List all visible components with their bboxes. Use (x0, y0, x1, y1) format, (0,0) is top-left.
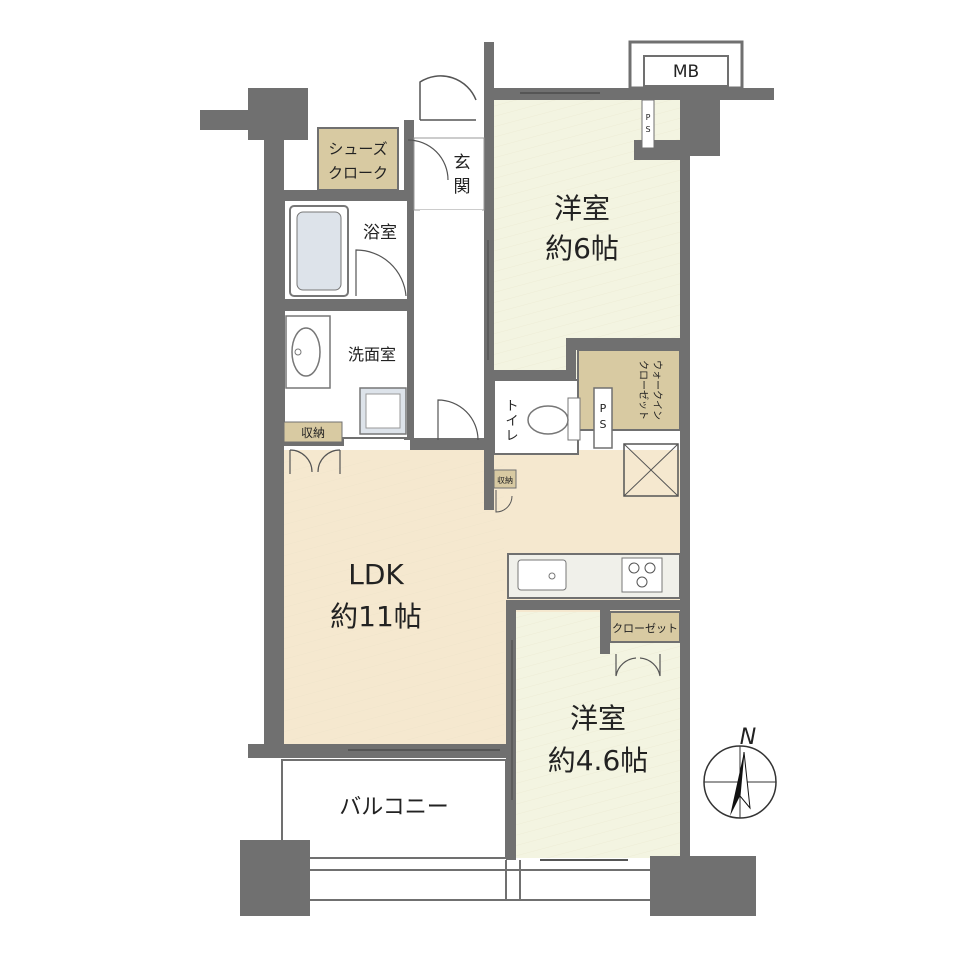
toilet-label-2: イ (505, 414, 518, 429)
storage-1-label: 収納 (301, 426, 325, 440)
ps-2-label-s: S (600, 418, 607, 431)
western-room-2-size: 約4.6帖 (548, 744, 649, 777)
entrance-label-2: 関 (454, 177, 471, 197)
toilet-label-1: ト (505, 399, 518, 414)
balcony-label: バルコニー (339, 795, 449, 820)
washroom-label: 洗面室 (348, 345, 396, 364)
compass-label: N (740, 725, 756, 750)
storage-2 (493, 469, 517, 489)
storage-2-label: 収納 (497, 475, 513, 485)
washroom-door (437, 399, 479, 441)
ldk-size: 約11帖 (330, 600, 422, 633)
closet-label: クローゼット (612, 622, 678, 635)
grain-3 (284, 460, 504, 740)
shoes-closet-label-1: シューズ (328, 140, 387, 158)
stove (621, 557, 663, 593)
walls (200, 42, 774, 916)
ps-1-label-p: P (646, 113, 651, 122)
ps-1 (641, 99, 655, 149)
walk-in-closet-label-2: クローゼット (637, 360, 649, 420)
toilet-label-3: レ (505, 429, 518, 444)
toilet-tank (567, 397, 581, 441)
western-room-2-name: 洋室 (570, 702, 626, 735)
entrance-floor (413, 137, 485, 211)
shoes-closet (317, 127, 399, 191)
walk-in-closet-label-1: ウォークイン (651, 360, 663, 420)
ps-2-label-p: P (600, 402, 607, 415)
compass: N (703, 725, 777, 819)
ps-2 (593, 387, 613, 449)
bath-door (355, 249, 407, 297)
ps-1-label-s: S (645, 125, 650, 134)
entrance-label-1: 玄 (454, 153, 471, 173)
western-room-1-size: 約6帖 (545, 232, 619, 265)
ldk-name: LDK (348, 558, 404, 591)
toilet-bowl (527, 405, 569, 435)
kitchen-sink (517, 559, 567, 591)
hallway (420, 210, 482, 438)
shoes-closet-label-2: クローク (328, 164, 388, 182)
western-room-1-name: 洋室 (554, 192, 610, 225)
mb-label: MB (673, 62, 699, 82)
sink-basin (291, 327, 321, 377)
grain-2 (516, 612, 680, 858)
bath-label: 浴室 (363, 223, 397, 243)
closet (609, 611, 681, 643)
entrance-door (419, 75, 477, 120)
storage-1 (283, 421, 343, 443)
fridge-space (623, 443, 679, 497)
compass-needle-icon (730, 752, 744, 816)
balcony-floor (281, 759, 507, 859)
